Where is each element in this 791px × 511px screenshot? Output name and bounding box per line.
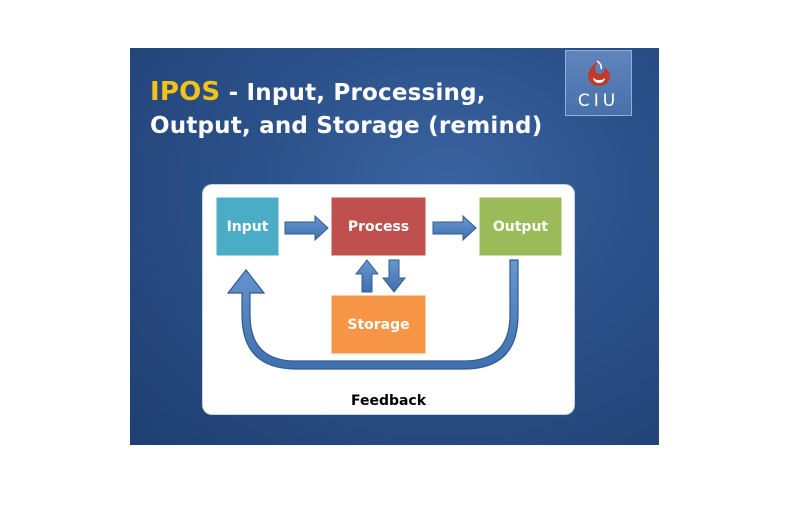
ipos-diagram-panel: Input Process Output Storage Feedback <box>203 185 574 414</box>
input-node-label: Input <box>227 219 269 235</box>
title-accent: IPOS <box>150 77 221 107</box>
title-line-2: Output, and Storage (remind) <box>150 113 543 139</box>
slide: IPOS - Input, Processing, Output, and St… <box>130 48 659 445</box>
process-to-storage-arrow <box>381 259 407 293</box>
output-node: Output <box>478 196 563 257</box>
title-line-1: - Input, Processing, <box>220 80 486 106</box>
slide-title: IPOS - Input, Processing, Output, and St… <box>150 76 570 143</box>
process-to-output-arrow <box>432 214 477 242</box>
feedback-label: Feedback <box>350 393 427 409</box>
input-node: Input <box>215 196 280 257</box>
ciu-flame-logo-icon <box>588 59 610 86</box>
ciu-logo: CIU <box>565 50 632 116</box>
feedback-arrow <box>226 259 519 370</box>
storage-node: Storage <box>330 294 427 355</box>
ipos-diagram: Input Process Output Storage <box>215 196 563 370</box>
storage-node-label: Storage <box>347 317 409 333</box>
input-to-process-arrow <box>284 214 329 242</box>
logo-text: CIU <box>577 91 620 111</box>
output-node-label: Output <box>493 219 549 235</box>
process-node-label: Process <box>348 219 409 235</box>
process-node: Process <box>330 196 427 257</box>
storage-to-process-arrow <box>354 259 380 293</box>
